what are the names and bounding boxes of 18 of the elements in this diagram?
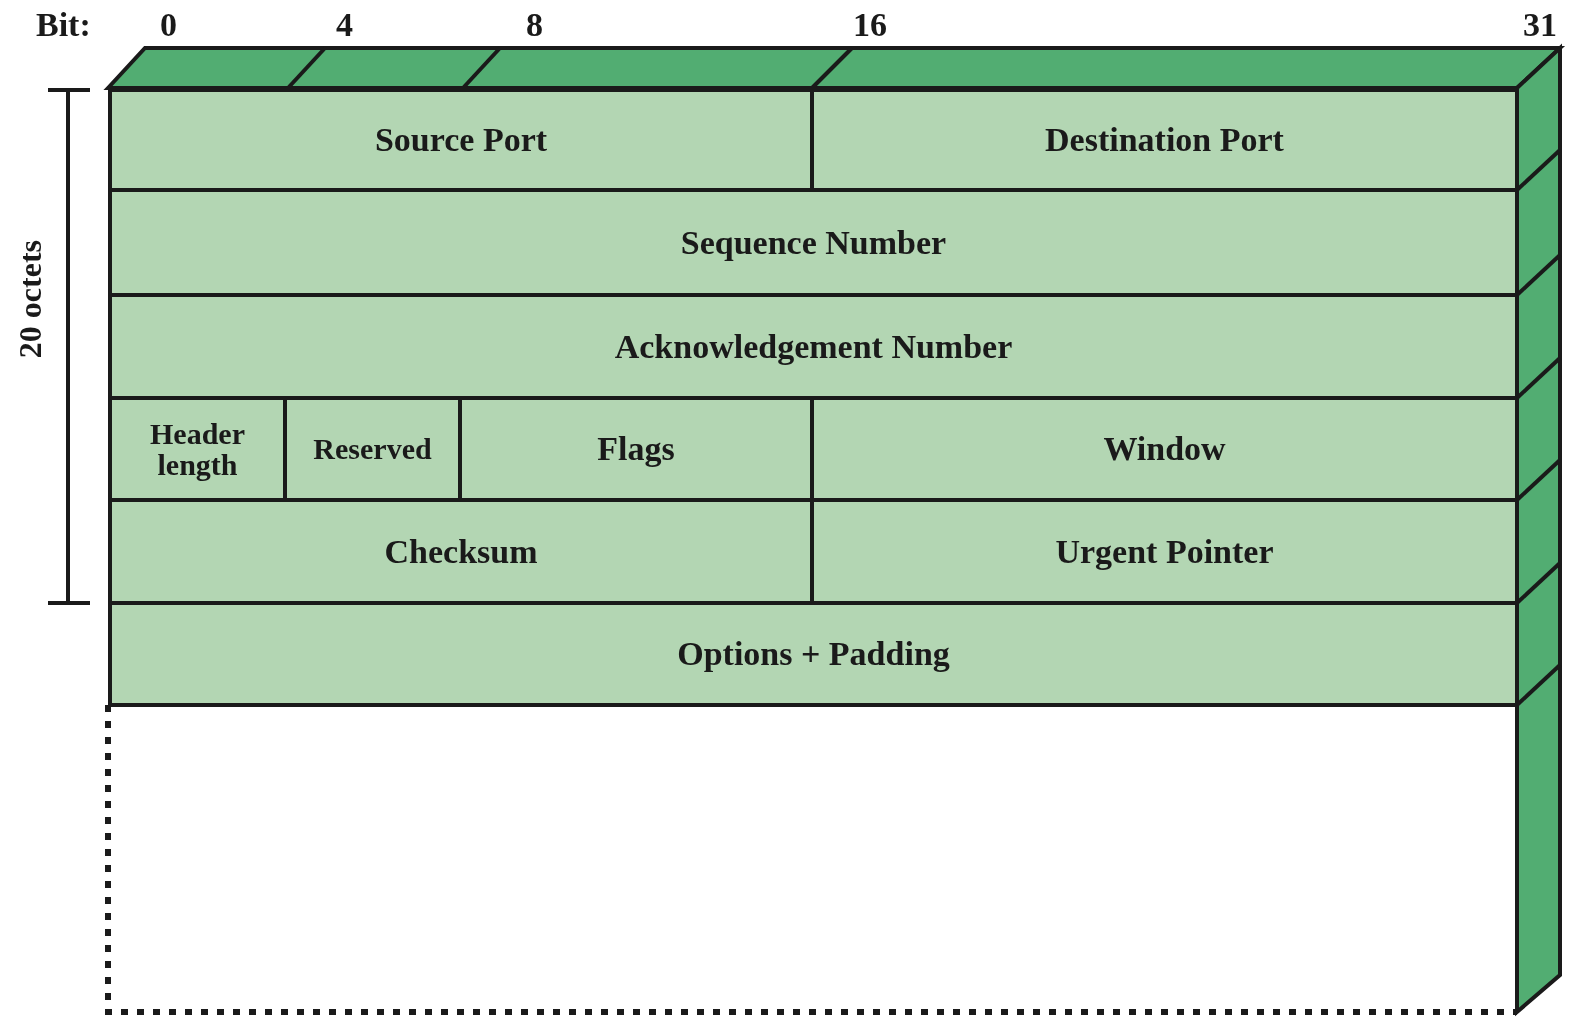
field-label: Checksum	[384, 533, 538, 570]
field-label: Window	[1103, 431, 1226, 467]
field-label: Header length	[149, 417, 246, 481]
dimension-label: 20 octets	[12, 240, 49, 359]
field-label: Sequence Number	[680, 224, 947, 261]
bit-number: 8	[526, 6, 543, 44]
bit-number: 0	[160, 6, 177, 44]
field-label: Source Port	[374, 122, 548, 158]
bit-axis-label: Bit:	[36, 6, 91, 44]
field-label: Destination Port	[1045, 122, 1284, 158]
field-label: Options + Padding	[677, 636, 950, 672]
field-label: Flags	[597, 431, 675, 467]
bit-number: 4	[336, 6, 353, 44]
field-label: Reserved	[313, 433, 432, 465]
field-label: Acknowledgement Number	[614, 328, 1013, 365]
bit-number: 31	[1523, 6, 1557, 44]
bit-number: 16	[853, 6, 887, 44]
field-label: Urgent Pointer	[1055, 533, 1274, 570]
